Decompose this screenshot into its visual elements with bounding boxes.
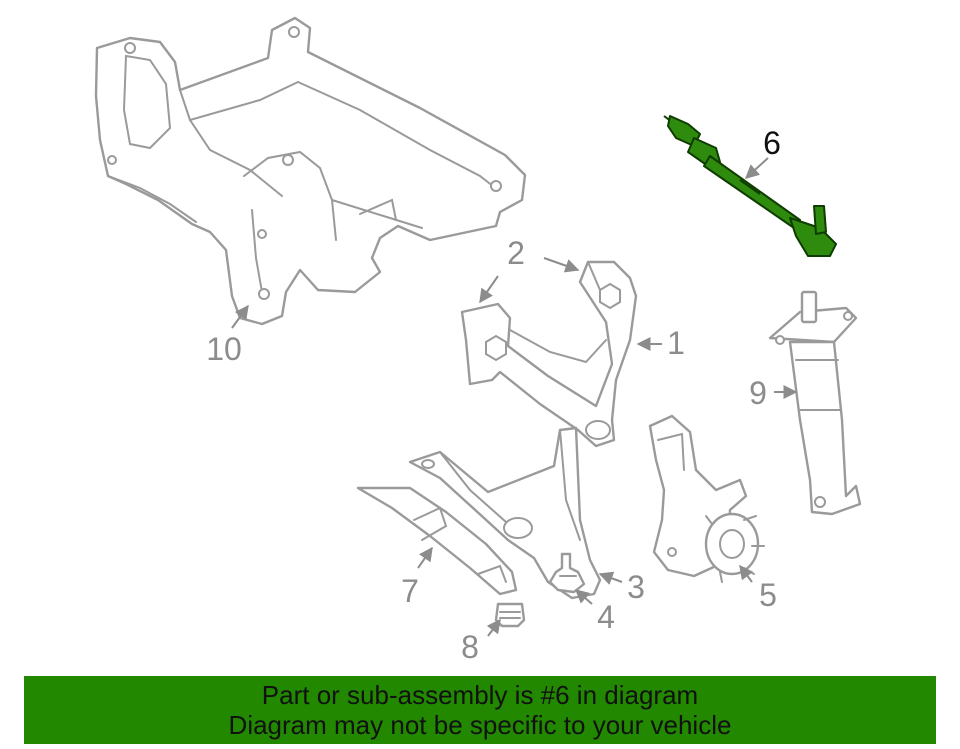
callout-7: 7	[401, 573, 419, 609]
part-notice-banner: Part or sub-assembly is #6 in diagram Di…	[24, 676, 936, 744]
callout-2: 2	[507, 235, 525, 271]
callout-10: 10	[206, 331, 242, 367]
part-10-crossmember[interactable]	[94, 16, 527, 326]
part-5-knuckle-hub[interactable]	[648, 414, 765, 583]
callout-1: 1	[667, 325, 685, 361]
part-6-tie-rod-end[interactable]	[663, 115, 837, 257]
banner-line-disclaimer: Diagram may not be specific to your vehi…	[228, 710, 732, 740]
part-3-lower-control-arm[interactable]	[408, 426, 602, 600]
callout-9: 9	[749, 375, 767, 411]
part-9-strut[interactable]	[768, 290, 862, 516]
callout-4: 4	[597, 599, 615, 635]
banner-line-part-number: Part or sub-assembly is #6 in diagram	[261, 680, 699, 710]
part-7-lower-arm-shield[interactable]	[356, 486, 518, 596]
part-4-ball-joint[interactable]	[548, 552, 586, 594]
suspension-parts-diagram: 2 1 3 4 5 6 7 8 9 10	[94, 16, 862, 665]
part-8-bushing[interactable]	[494, 602, 526, 628]
leader-arrows	[231, 157, 798, 637]
callout-3: 3	[627, 569, 645, 605]
callout-8: 8	[461, 629, 479, 665]
part-1-upper-control-arm[interactable]	[460, 260, 638, 448]
callout-5: 5	[759, 577, 777, 613]
callout-labels: 2 1 3 4 5 6 7 8 9 10	[206, 125, 781, 665]
callout-6: 6	[763, 125, 781, 161]
